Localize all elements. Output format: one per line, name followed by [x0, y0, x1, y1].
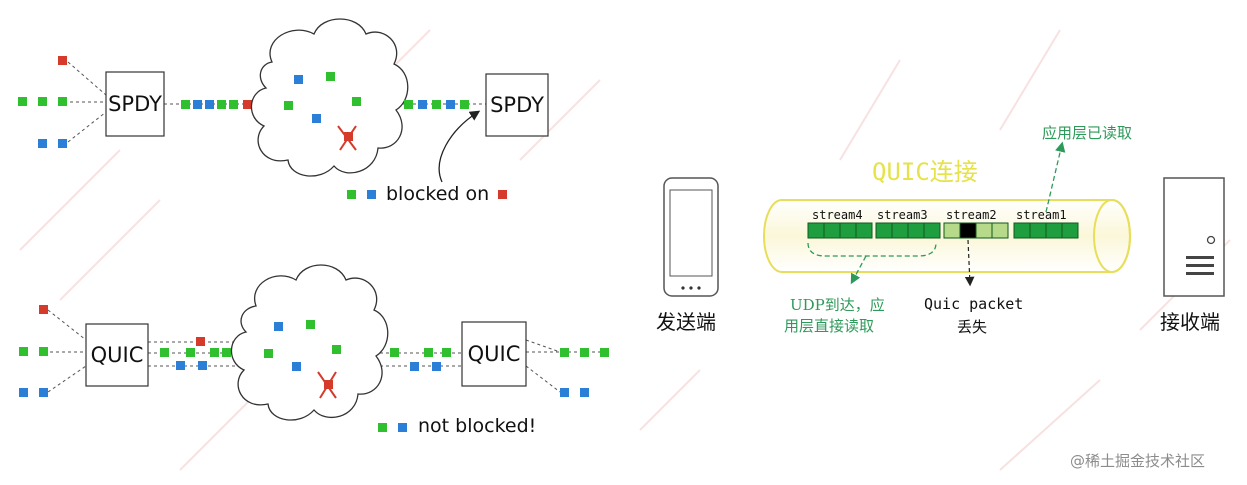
udp-note-line2: 用层直接读取: [784, 317, 875, 335]
packet-green: [160, 348, 169, 357]
quic-connection-diagram: [663, 141, 1225, 297]
packet-red: [196, 337, 205, 346]
arrow-icon: [438, 110, 481, 183]
receiver-label: 接收端: [1160, 310, 1220, 334]
packet-blue: [58, 139, 67, 148]
spdy-box-left: [105, 71, 165, 137]
network-cloud: [230, 264, 389, 421]
packet-blue: [39, 388, 48, 397]
packet-green: [424, 348, 433, 357]
packet-green: [210, 348, 219, 357]
spdy-diagram: [18, 18, 549, 199]
quic-box-left: [85, 323, 149, 387]
packet-blue: [205, 100, 214, 109]
legend-packet-green: [378, 423, 387, 432]
stream1-block: [1013, 222, 1079, 239]
packet-green: [284, 101, 293, 110]
packet-blue: [560, 388, 569, 397]
packet-blue: [418, 100, 427, 109]
stream4-label: stream4: [812, 208, 863, 222]
phone-icon: [663, 177, 719, 297]
packet-green: [19, 347, 28, 356]
stream3-label: stream3: [877, 208, 928, 222]
packet-blue: [274, 322, 283, 331]
packet-green: [58, 97, 67, 106]
packet-blue: [432, 362, 441, 371]
legend-packet-blue: [398, 423, 407, 432]
packet-blue: [292, 362, 301, 371]
stream3-block: [875, 222, 941, 239]
network-cloud: [250, 18, 409, 177]
packet-green: [432, 100, 441, 109]
lost-packet-line1: Quic packet: [924, 295, 1024, 313]
spdy-right-label: SPDY: [490, 93, 544, 117]
stream2-label: stream2: [946, 208, 997, 222]
arrow-icon: [964, 239, 975, 287]
packet-green: [326, 72, 335, 81]
lost-packet-x-icon: [337, 125, 357, 151]
watermark-text: @稀土掘金技术社区: [1070, 452, 1206, 470]
packet-blue: [176, 361, 185, 370]
packet-blue: [193, 100, 202, 109]
packet-blue: [410, 362, 419, 371]
packet-green: [460, 100, 469, 109]
packet-green: [560, 348, 569, 357]
quic-diagram: [19, 264, 610, 432]
blocked-on-label: blocked on: [386, 183, 490, 205]
arrow-icon: [1045, 141, 1066, 213]
packet-green: [264, 349, 273, 358]
packet-blue: [198, 361, 207, 370]
stream4-block: [807, 222, 873, 239]
packet-green: [222, 348, 231, 357]
stream1-label: stream1: [1016, 208, 1067, 222]
packet-blue: [312, 114, 321, 123]
packet-green: [186, 348, 195, 357]
packet-green: [181, 100, 190, 109]
quic-right-label: QUIC: [467, 342, 521, 366]
stream2-block: [943, 222, 1009, 239]
lost-packet-line2: 丢失: [957, 318, 988, 336]
packet-green: [404, 100, 413, 109]
legend-packet-green: [347, 190, 356, 199]
quic-connection-title: QUIC连接: [872, 158, 978, 186]
legend-packet-blue: [367, 190, 376, 199]
packet-blue: [446, 100, 455, 109]
spdy-left-label: SPDY: [108, 92, 162, 116]
packet-blue: [19, 388, 28, 397]
udp-note-line1: UDP到达，应: [790, 296, 885, 314]
not-blocked-label: not blocked!: [418, 415, 537, 437]
lost-packet-x-icon: [317, 371, 337, 399]
packet-green: [600, 348, 609, 357]
quic-left-label: QUIC: [90, 343, 144, 367]
legend-packet-red: [498, 190, 507, 199]
packet-red: [39, 305, 48, 314]
packet-green: [18, 97, 27, 106]
packet-red: [243, 100, 252, 109]
packet-blue: [580, 388, 589, 397]
packet-red: [58, 56, 67, 65]
server-icon: [1163, 177, 1225, 297]
packet-green: [229, 100, 238, 109]
packet-green: [332, 345, 341, 354]
packet-green: [352, 97, 361, 106]
arrow-icon: [850, 255, 867, 285]
packet-green: [38, 97, 47, 106]
quic-box-right: [461, 321, 527, 387]
packet-green: [580, 348, 589, 357]
spdy-box-right: [485, 73, 549, 137]
packet-blue: [38, 139, 47, 148]
app-read-label: 应用层已读取: [1042, 124, 1133, 142]
packet-green: [390, 348, 399, 357]
packet-green: [217, 100, 226, 109]
packet-blue: [294, 75, 303, 84]
sender-label: 发送端: [656, 310, 716, 334]
packet-green: [39, 347, 48, 356]
packet-green: [442, 348, 451, 357]
packet-green: [306, 320, 315, 329]
